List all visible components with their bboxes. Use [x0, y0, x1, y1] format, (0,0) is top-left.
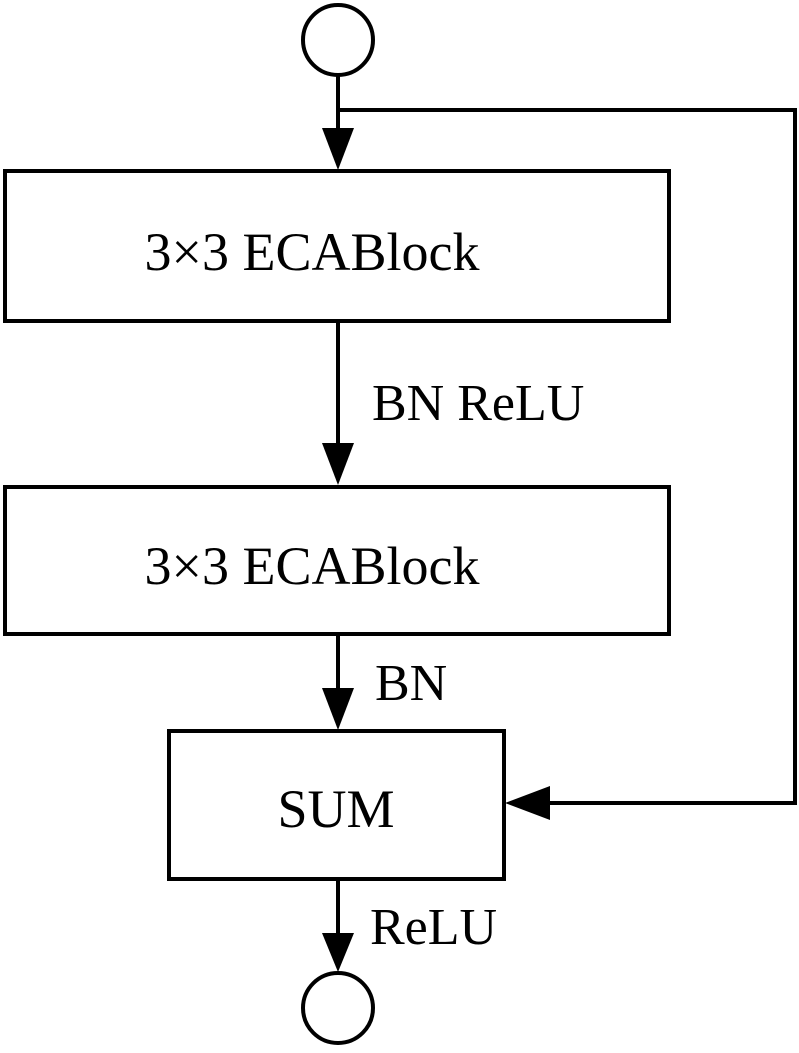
- bn-label: BN: [375, 655, 447, 712]
- eca-block-2: [3, 485, 671, 636]
- sum-block: [167, 729, 506, 881]
- eca-block-2-label: 3×3 ECABlock: [145, 536, 480, 596]
- arrow-into-sum-skip: [505, 786, 550, 820]
- arrow-into-block-1: [322, 128, 354, 170]
- skip-connection: [338, 108, 797, 805]
- eca-block-1: [3, 169, 671, 323]
- bn-relu-label: BN ReLU: [372, 375, 584, 432]
- arrow-into-output: [322, 933, 354, 972]
- eca-block-1-label: 3×3 ECABlock: [145, 222, 480, 282]
- output-node: [301, 971, 375, 1045]
- arrow-into-sum: [322, 688, 354, 730]
- relu-label: ReLU: [370, 899, 497, 956]
- arrow-into-block-2: [322, 443, 354, 485]
- sum-block-label: SUM: [277, 779, 394, 839]
- input-node: [301, 3, 375, 77]
